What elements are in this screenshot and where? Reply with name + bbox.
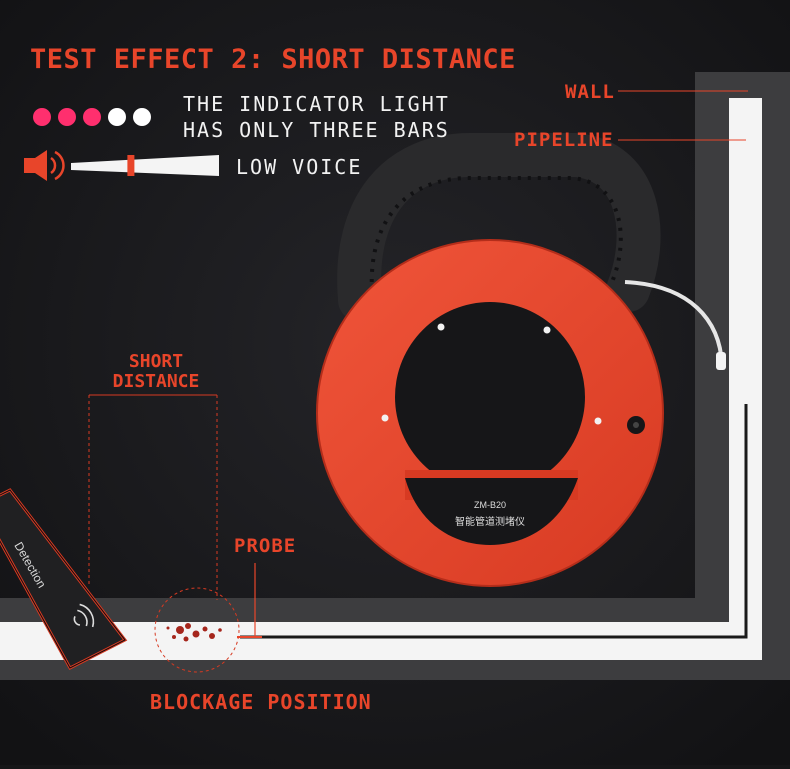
probe-cable [240, 404, 748, 639]
short-distance-line2: DISTANCE [112, 371, 200, 392]
indicator-light-off [133, 108, 151, 126]
indicator-light-on [33, 108, 51, 126]
indicator-light-off [108, 108, 126, 126]
volume-thumb [127, 155, 135, 176]
short-distance-bracket [88, 394, 218, 600]
fiber-cable [624, 280, 724, 366]
probe-marker [237, 563, 262, 638]
short-distance-line1: SHORT [128, 351, 184, 372]
short-distance-label: SHORT DISTANCE [96, 352, 216, 392]
probe-label: PROBE [234, 535, 297, 557]
page-title: TEST EFFECT 2: SHORT DISTANCE [30, 44, 516, 75]
indicator-light-on [58, 108, 76, 126]
blockage-label: BLOCKAGE POSITION [150, 690, 372, 714]
blockage-stain [166, 623, 222, 642]
indicator-light-on [83, 108, 101, 126]
wireless-icon [73, 603, 95, 628]
speaker-icon [24, 150, 65, 181]
indicator-text-line2: HAS ONLY THREE BARS [183, 118, 450, 142]
cable-tip [716, 352, 726, 370]
blockage-circle [154, 587, 240, 673]
indicator-text-line1: THE INDICATOR LIGHT [183, 92, 450, 116]
wall-label: WALL [565, 81, 615, 103]
reel-handle [337, 133, 661, 322]
reel-body [316, 239, 664, 587]
volume-slider [71, 155, 219, 176]
pipeline-label: PIPELINE [514, 129, 614, 151]
indicator-lights [33, 108, 151, 126]
device-model: ZM-B20 [474, 500, 506, 510]
volume-text: LOW VOICE [236, 155, 363, 179]
device-name: 智能管道测堵仪 [455, 515, 525, 528]
